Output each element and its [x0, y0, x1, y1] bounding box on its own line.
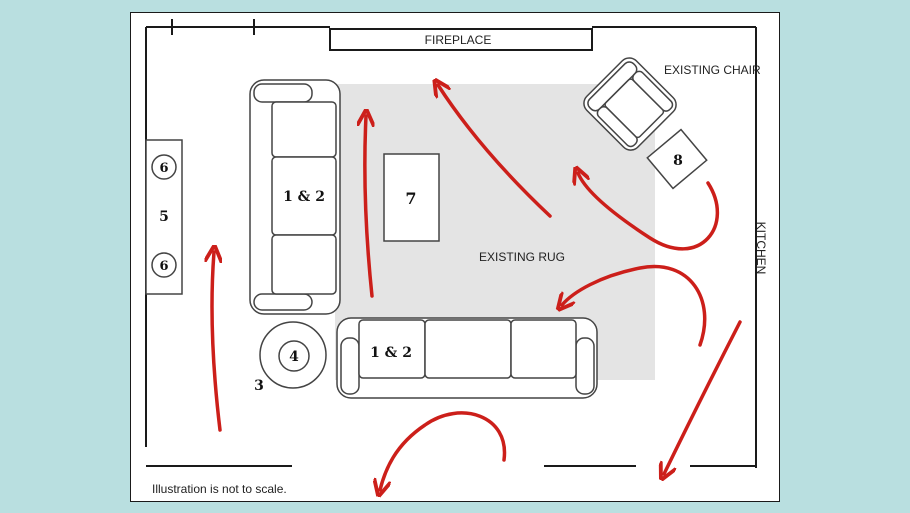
console-bottom-number: 6	[159, 259, 168, 274]
side-table	[646, 128, 708, 190]
coffee-table-number: 7	[405, 189, 416, 208]
round-table-number: 4	[289, 349, 299, 365]
arrow-left-wall	[212, 252, 220, 432]
existing-chair-label: EXISTING CHAIR	[664, 63, 761, 77]
bottom-sofa-number: 1 & 2	[370, 345, 412, 361]
existing-chair	[583, 57, 677, 151]
fireplace-label: FIREPLACE	[425, 33, 492, 47]
bottom-sofa: 1 & 2	[336, 317, 598, 399]
scale-footnote: Illustration is not to scale.	[152, 482, 287, 496]
console-table: 6 5 6	[145, 139, 183, 295]
console-top-number: 6	[159, 161, 168, 176]
traffic-arrows	[212, 85, 742, 490]
round-side-table: 4	[259, 321, 327, 389]
left-sofa: 1 & 2	[249, 79, 341, 315]
kitchen-label: KITCHEN	[754, 222, 768, 275]
console-mid-number: 5	[159, 209, 169, 225]
left-sofa-number: 1 & 2	[283, 189, 325, 205]
lamp-number: 3	[254, 378, 264, 394]
side-table-number: 8	[673, 153, 683, 169]
arrow-between-sofa-table	[365, 116, 372, 298]
coffee-table: 7	[383, 153, 440, 242]
arrow-rug-curve	[562, 264, 707, 347]
arrow-to-fireplace	[438, 85, 552, 218]
arrow-kitchen-down	[664, 320, 742, 474]
fireplace: FIREPLACE	[329, 28, 593, 51]
arrow-chair-curve	[578, 173, 720, 251]
arrow-bottom-curve	[380, 411, 507, 490]
existing-rug-label: EXISTING RUG	[479, 250, 565, 264]
